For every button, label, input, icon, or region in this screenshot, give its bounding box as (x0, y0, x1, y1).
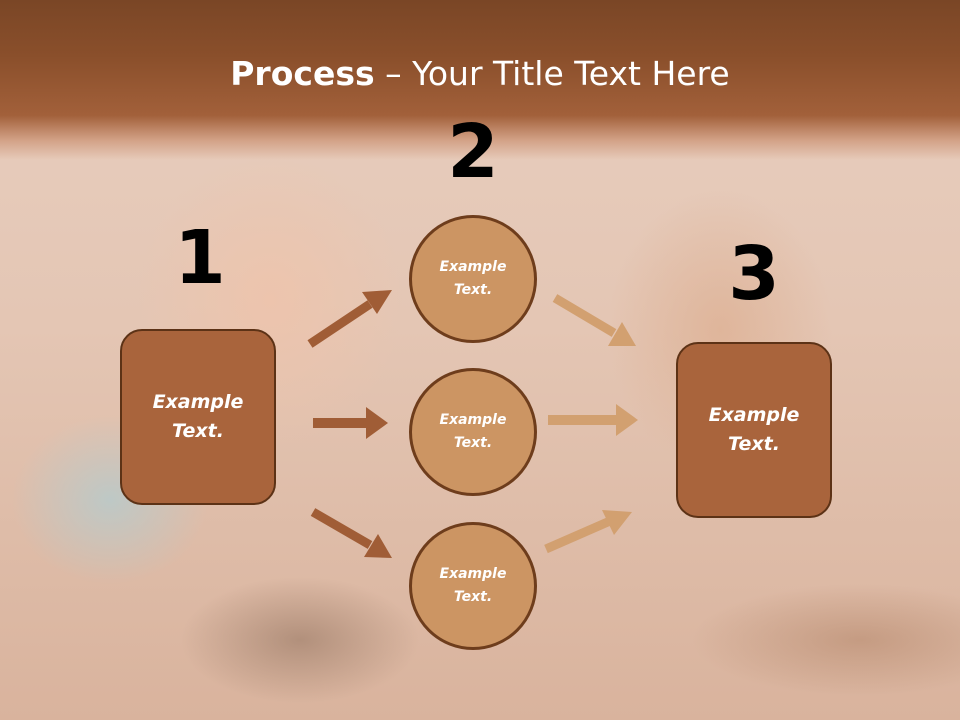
arrow-1-to-bottom (310, 508, 392, 558)
step-3-box[interactable]: Example Text. (676, 342, 832, 518)
arrow-middle-to-3 (548, 404, 638, 436)
step-2-circle-top[interactable]: Example Text. (409, 215, 537, 343)
step-1-box[interactable]: Example Text. (120, 329, 276, 505)
step-number-3: 3 (728, 231, 780, 317)
title-banner (0, 0, 960, 160)
slide-title[interactable]: Process – Your Title Text Here (0, 52, 960, 96)
step-2-circle-bottom[interactable]: Example Text. (409, 522, 537, 650)
step-2-circle-top-text: Example Text. (439, 259, 507, 298)
step-3-text: Example Text. (708, 404, 800, 455)
arrow-1-to-top (307, 290, 392, 348)
step-2-circle-bottom-text: Example Text. (439, 566, 507, 605)
title-rest: – Your Title Text Here (374, 54, 730, 93)
arrow-top-to-3 (552, 294, 636, 346)
title-bold: Process (230, 54, 375, 93)
step-number-2: 2 (447, 109, 499, 195)
step-1-text: Example Text. (152, 391, 244, 442)
step-number-1: 1 (174, 215, 226, 301)
step-2-circle-middle-text: Example Text. (439, 412, 507, 451)
step-2-circle-middle[interactable]: Example Text. (409, 368, 537, 496)
arrow-bottom-to-3 (544, 510, 632, 554)
arrow-1-to-middle (313, 407, 388, 439)
